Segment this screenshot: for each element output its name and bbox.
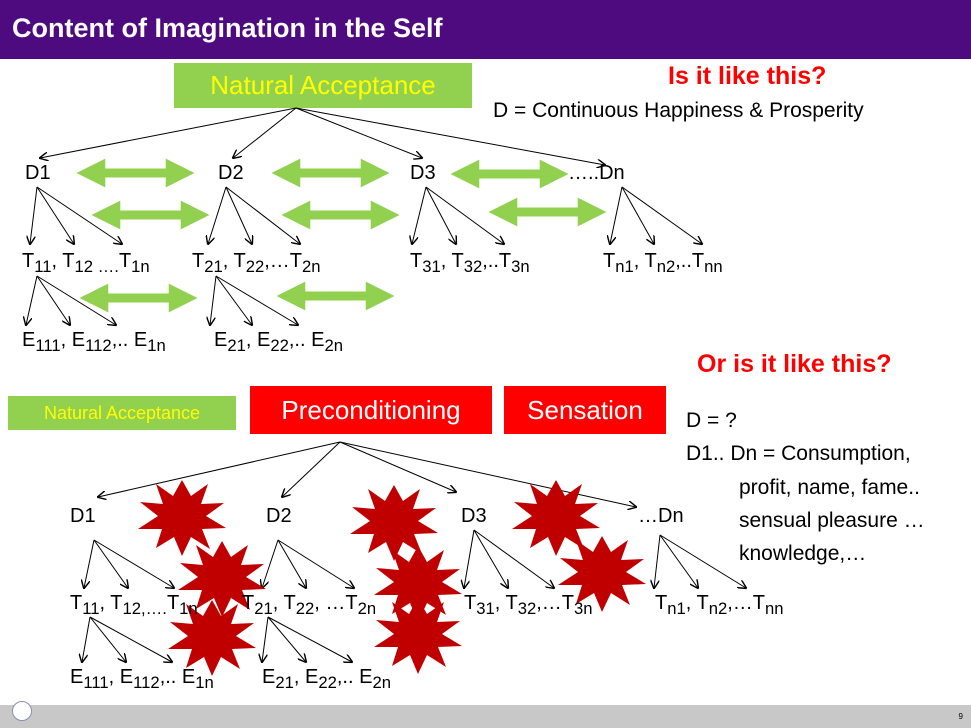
- thought-row-top: Tn1, Tn2,..Tnn: [603, 250, 723, 276]
- thought-row-bottom: Tn1, Tn2,…Tnn: [655, 592, 784, 618]
- sensation-box: Sensation: [504, 386, 666, 434]
- desire-node-bottom: D1: [70, 505, 96, 527]
- desire-node-top: D2: [218, 162, 244, 184]
- desire-node-bottom: …Dn: [638, 505, 684, 527]
- dn-line: D1.. Dn = Consumption,: [686, 442, 911, 465]
- explosion-burst-icon: [138, 480, 646, 676]
- dn-line: knowledge,…: [739, 542, 867, 565]
- double-headed-arrow-icon: [76, 158, 607, 313]
- natural-acceptance-box-top: Natural Acceptance: [174, 63, 472, 108]
- preconditioning-box: Preconditioning: [250, 386, 492, 434]
- tree-arrows-bottom: [82, 441, 746, 662]
- sensation-label: Sensation: [527, 394, 643, 425]
- question-top: Is it like this?: [668, 62, 827, 90]
- slide-title: Content of Imagination in the Self: [12, 13, 443, 43]
- title-bar: [0, 0, 971, 59]
- expectation-row-top: E21, E22,.. E2n: [214, 329, 343, 355]
- natural-acceptance-label-bottom: Natural Acceptance: [43, 402, 201, 423]
- slide-number: 9: [958, 712, 963, 721]
- thought-row-bottom: T21, T22, …T2n: [242, 592, 377, 618]
- thought-row-top: T11, T12 ….T1n: [22, 250, 150, 276]
- desire-node-top: …..Dn: [568, 162, 625, 184]
- expectation-row-bottom: E111, E112,.. E1n: [70, 666, 214, 692]
- desire-node-top: D1: [25, 162, 51, 184]
- thought-row-top: T31, T32,..T3n: [410, 250, 530, 276]
- question-bottom: Or is it like this?: [697, 350, 892, 378]
- d-question: D = ?: [686, 409, 737, 432]
- d-definition: D = Continuous Happiness & Prosperity: [493, 99, 864, 122]
- desire-node-bottom: D3: [461, 505, 487, 527]
- expectation-row-bottom: E21, E22,.. E2n: [262, 666, 391, 692]
- footer-bar: [0, 705, 971, 728]
- desire-node-top: D3: [410, 162, 436, 184]
- thought-row-top: T21, T22,…T2n: [192, 250, 321, 276]
- preconditioning-label: Preconditioning: [281, 394, 461, 425]
- logo-icon: [12, 701, 32, 721]
- thought-row-bottom: T11, T12,….T1n: [70, 592, 198, 618]
- natural-acceptance-box-bottom: Natural Acceptance: [8, 396, 236, 430]
- natural-acceptance-label-top: Natural Acceptance: [210, 70, 436, 100]
- dn-line: sensual pleasure …: [739, 509, 925, 532]
- desire-node-bottom: D2: [266, 505, 292, 527]
- tree-arrows-top: [26, 107, 702, 325]
- expectation-row-top: E111, E112,.. E1n: [22, 329, 166, 355]
- thought-row-bottom: T31, T32,…T3n: [464, 592, 593, 618]
- dn-line: profit, name, fame..: [739, 476, 920, 499]
